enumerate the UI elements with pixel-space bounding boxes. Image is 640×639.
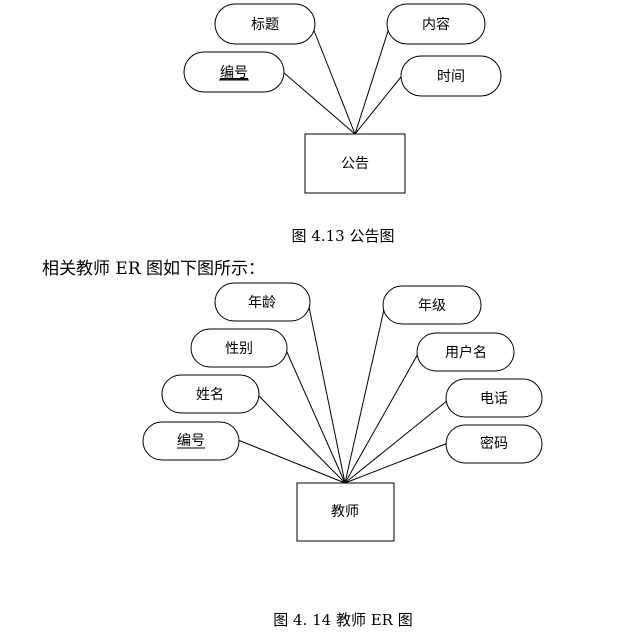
- attribute-grade: 年级: [382, 285, 482, 325]
- connector-grade: [344, 304, 386, 484]
- connector-time: [354, 71, 406, 135]
- caption-figure-4-14: 图 4. 14 教师 ER 图: [273, 611, 412, 629]
- connector-title: [312, 27, 356, 135]
- teacher-er-diagram: 年龄 性别 姓名 编号 年级 用户名 电话 密码: [142, 282, 543, 629]
- attribute-username-label: 用户名: [445, 344, 487, 361]
- connector-username: [344, 351, 420, 484]
- attribute-content: 内容: [386, 3, 486, 45]
- attribute-age: 年龄: [214, 282, 311, 322]
- attribute-username: 用户名: [416, 332, 515, 372]
- connector-age: [307, 301, 346, 484]
- attribute-time-label: 时间: [437, 69, 465, 85]
- attribute-number-label: 编号: [220, 65, 248, 81]
- connector-password: [344, 442, 449, 484]
- attribute-grade-label: 年级: [418, 298, 446, 314]
- attribute-time: 时间: [400, 55, 502, 97]
- connector-number: [237, 439, 346, 484]
- intro-text: 相关教师 ER 图如下图所示：: [42, 259, 265, 279]
- attribute-phone-label: 电话: [480, 391, 508, 407]
- attribute-phone: 电话: [445, 378, 543, 418]
- entity-announcement: 公告: [304, 133, 406, 194]
- attribute-gender-label: 性别: [225, 341, 253, 357]
- attribute-number-key: 编号: [142, 421, 240, 461]
- attribute-number-label: 编号: [177, 433, 205, 449]
- attribute-title-label: 标题: [251, 17, 279, 33]
- attribute-password-label: 密码: [480, 435, 508, 452]
- attribute-gender: 性别: [190, 328, 288, 368]
- announcement-er-diagram: 标题 内容 编号 时间 公告 图 4.13 公告图: [183, 3, 502, 245]
- entity-announcement-label: 公告: [341, 156, 369, 172]
- caption-figure-4-13: 图 4.13 公告图: [292, 227, 395, 245]
- attribute-age-label: 年龄: [248, 295, 276, 311]
- attribute-name: 姓名: [161, 374, 260, 414]
- connector-number: [282, 71, 356, 135]
- entity-teacher-label: 教师: [331, 504, 359, 520]
- attribute-name-label: 姓名: [196, 387, 224, 403]
- attribute-title: 标题: [214, 3, 316, 45]
- connector-content: [354, 27, 390, 135]
- connector-gender: [285, 349, 346, 484]
- attribute-password: 密码: [445, 424, 543, 464]
- attribute-number-key: 编号: [183, 51, 285, 93]
- connector-phone: [344, 399, 449, 484]
- connector-name: [257, 394, 346, 484]
- attribute-content-label: 内容: [422, 16, 450, 33]
- entity-teacher: 教师: [296, 482, 395, 542]
